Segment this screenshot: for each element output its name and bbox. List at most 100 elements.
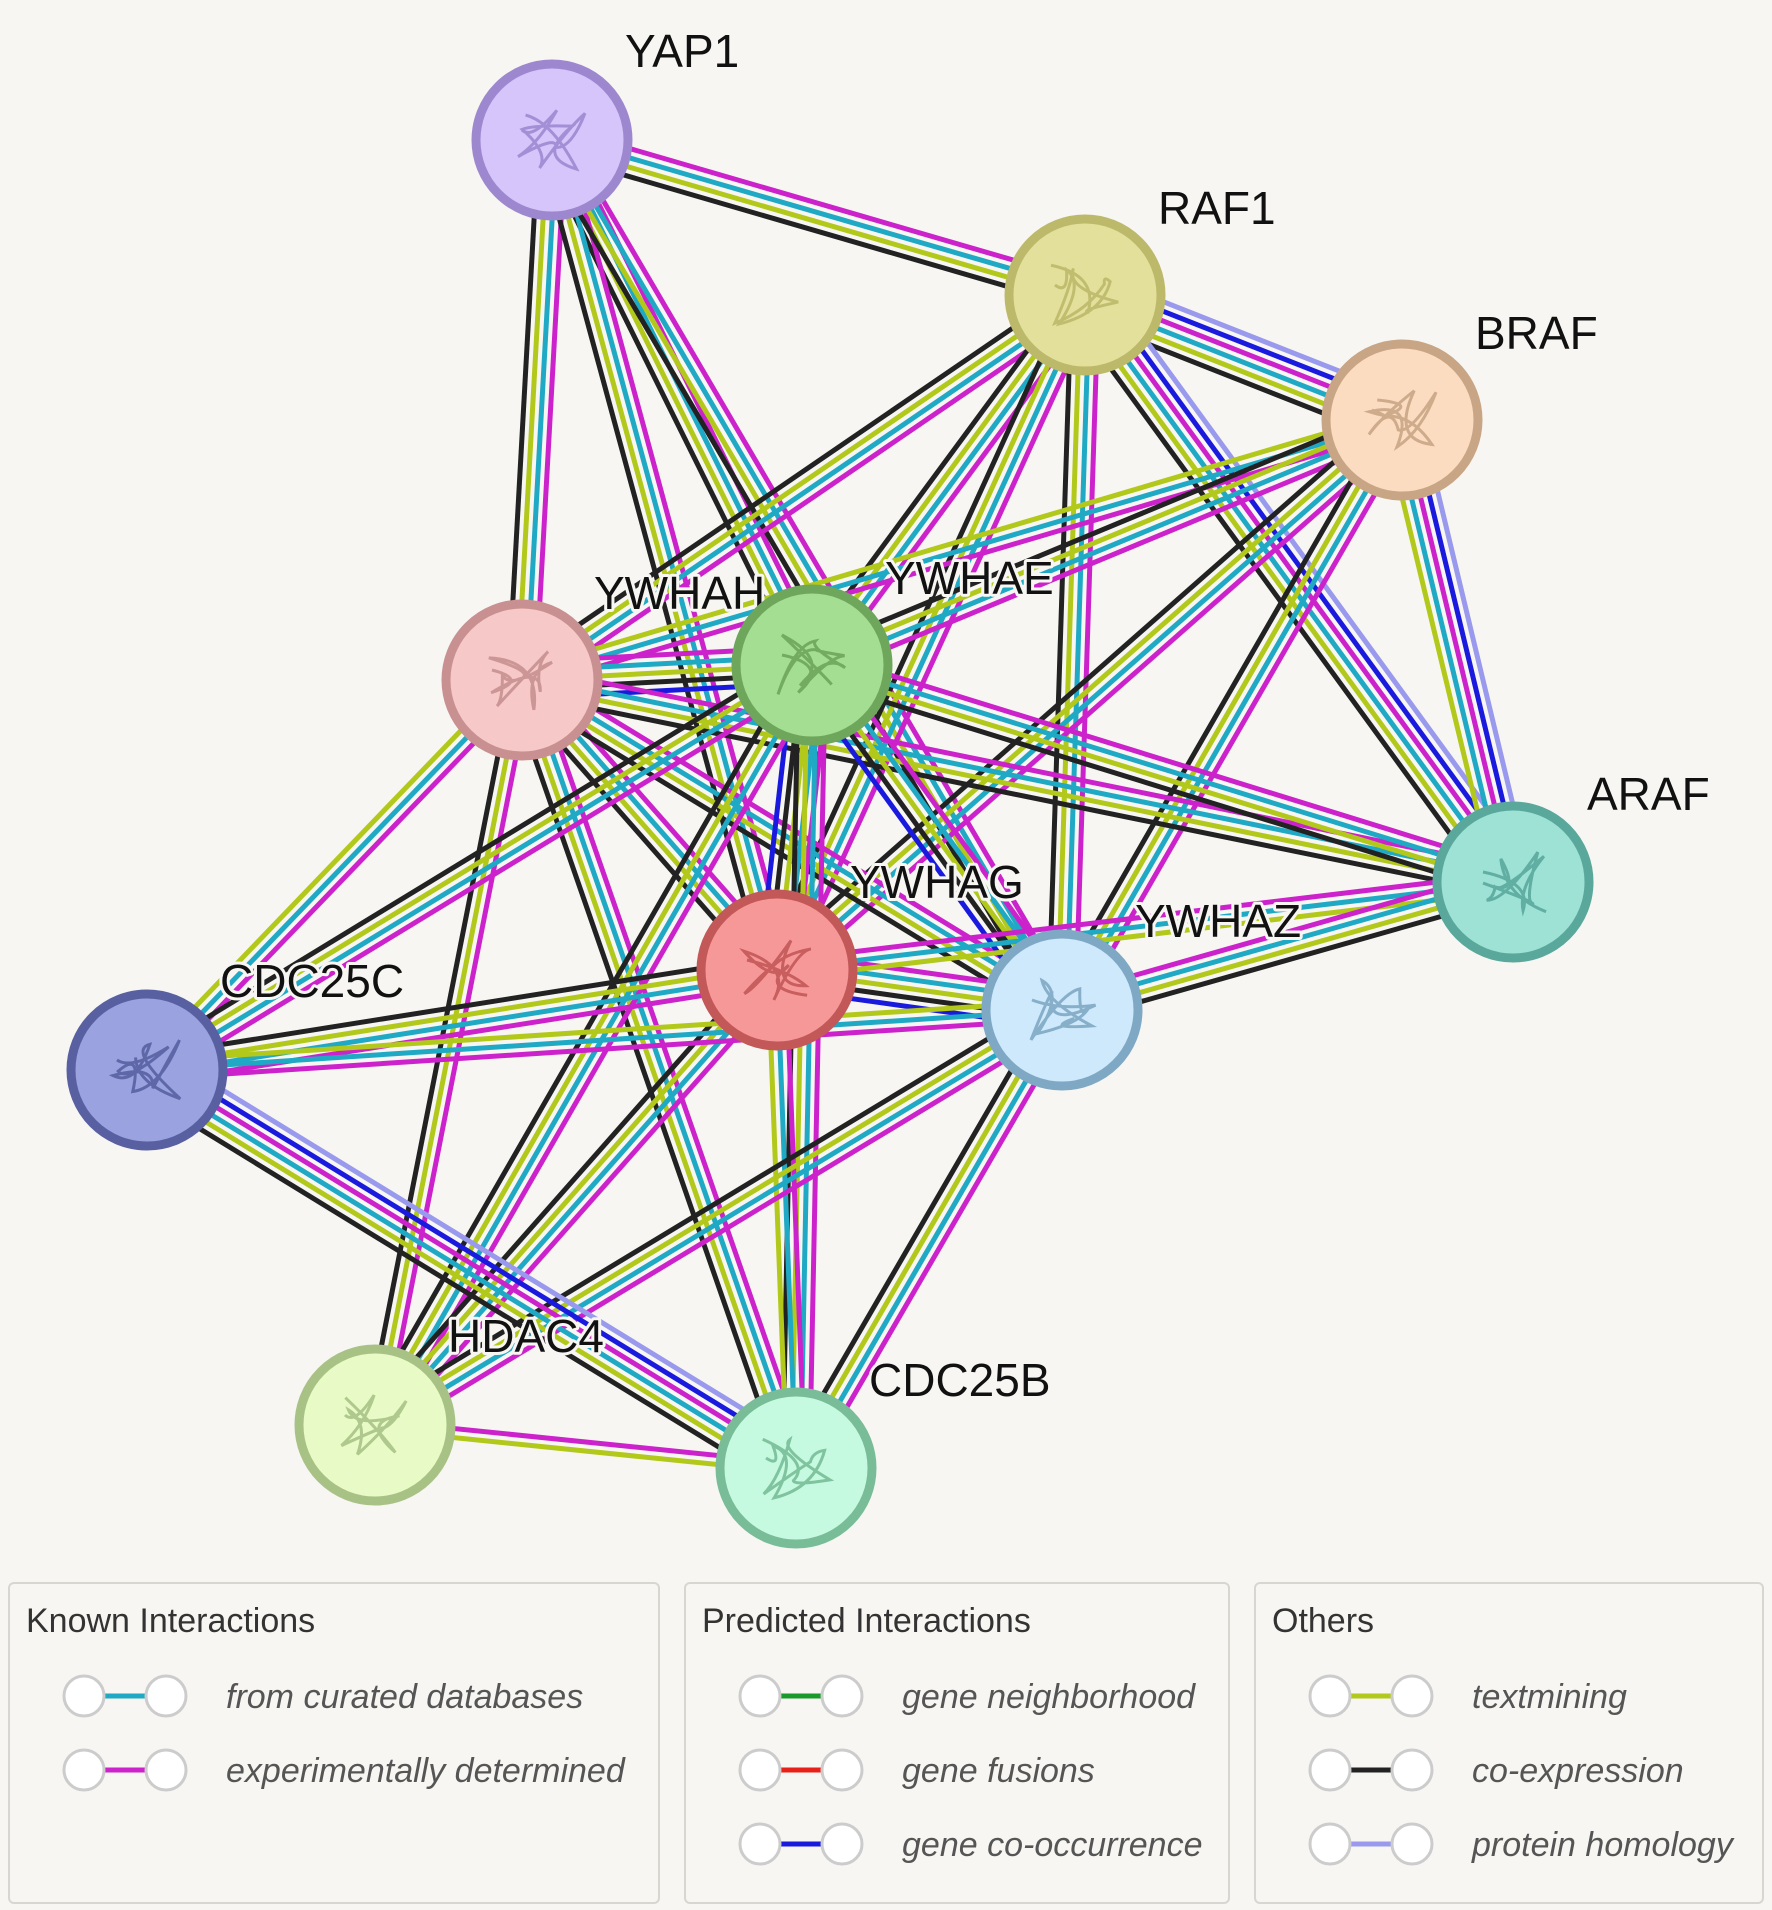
edge-line-experimental	[147, 1016, 1063, 1082]
edge-line-curated	[521, 417, 1403, 683]
protein-structure-icon	[1363, 389, 1438, 451]
legend-predicted-interactions: Predicted Interactions gene neighborhood…	[684, 1582, 1230, 1904]
edge-line-experimental	[528, 304, 1095, 694]
edge-line-curated	[797, 665, 819, 1469]
edge-line-experimental	[555, 124, 1090, 285]
protein-structure-icon	[340, 1394, 408, 1456]
edge-ywhaz-cdc25b[interactable]	[782, 1001, 1076, 1477]
node-label: YWHAH	[594, 567, 765, 619]
legend-swatch	[738, 1748, 864, 1792]
edge-braf-ywhae[interactable]	[805, 405, 1409, 680]
node-cdc25b[interactable]: CDC25B	[715, 1351, 1054, 1549]
node-araf[interactable]: ARAF	[1432, 765, 1713, 963]
edge-line-curated	[148, 666, 816, 1076]
edge-ywhaz-cdc25c[interactable]	[146, 998, 1063, 1082]
node-label: YWHAZ	[1135, 895, 1301, 947]
legend-item: gene fusions	[726, 1740, 1268, 1800]
edge-line-experimental	[383, 977, 789, 1436]
edge-yap1-ywhaz[interactable]	[538, 131, 1076, 1019]
edge-ywhag-hdac4[interactable]	[363, 959, 789, 1436]
edge-line-curated	[778, 295, 1092, 973]
edge-raf1-ywhah[interactable]	[512, 281, 1095, 694]
edge-line-coexpression	[133, 1087, 786, 1490]
edge-line-experimental	[1072, 295, 1101, 1011]
edge-line-experimental	[380, 1019, 1071, 1439]
edge-line-coexpression	[805, 405, 1398, 655]
node-cdc25c[interactable]: CDC25C	[66, 952, 407, 1151]
node-circle[interactable]	[715, 1387, 877, 1549]
edge-line-curated	[146, 1007, 1063, 1073]
legend-swatch	[1308, 1674, 1434, 1718]
legend-item: textmining	[1296, 1666, 1772, 1726]
legend-label: gene fusions	[902, 1752, 1095, 1790]
edge-line-curated	[143, 1071, 795, 1474]
edge-line-homology	[1417, 415, 1533, 879]
edge-line-coexpression	[366, 996, 1057, 1416]
node-label: RAF1	[1158, 182, 1276, 234]
node-ywhah[interactable]: YWHAH	[441, 564, 768, 761]
edge-ywhag-araf[interactable]	[775, 870, 1515, 982]
edge-yap1-raf1[interactable]	[547, 124, 1090, 311]
edge-line-textmining	[520, 681, 1513, 889]
node-ywhag[interactable]: YWHAG	[696, 853, 1027, 1051]
edge-line-coexpression	[547, 150, 1082, 311]
edge-line-experimental	[384, 670, 826, 1433]
node-yap1[interactable]: YAP1	[471, 22, 742, 221]
edge-line-curated	[1063, 295, 1092, 1011]
node-circle[interactable]	[66, 989, 228, 1151]
node-braf[interactable]: BRAF	[1321, 304, 1601, 501]
edge-braf-ywhah[interactable]	[518, 408, 1406, 692]
legend-swatch	[62, 1674, 188, 1718]
legend-swatch	[1308, 1822, 1434, 1866]
protein-structure-icon	[517, 109, 587, 172]
edge-raf1-ywhaz[interactable]	[1046, 294, 1101, 1011]
node-circle[interactable]	[294, 1344, 456, 1506]
edge-line-textmining	[789, 664, 811, 1468]
edge-line-homology	[157, 1048, 810, 1451]
legend-item: experimentally determined	[50, 1740, 698, 1800]
edge-line-curated	[812, 421, 1405, 672]
edge-line-textmining	[1055, 416, 1401, 1010]
edge-line-textmining	[515, 139, 551, 680]
edge-ywhag-cdc25c[interactable]	[144, 954, 780, 1086]
node-ywhaz[interactable]: YWHAZ	[981, 892, 1304, 1091]
edge-cdc25c-cdc25b[interactable]	[133, 1048, 810, 1490]
legend-swatch	[738, 1822, 864, 1866]
edge-line-textmining	[545, 141, 1061, 1014]
node-circle[interactable]	[471, 59, 633, 221]
node-label: CDC25B	[869, 1354, 1051, 1406]
edge-line-coexpression	[766, 407, 1395, 962]
edge-line-curated	[552, 133, 1087, 294]
edge-line-curated	[523, 677, 803, 1468]
protein-structure-icon	[739, 939, 812, 1001]
node-circle[interactable]	[1004, 214, 1166, 376]
node-circle[interactable]	[981, 929, 1143, 1091]
edge-ywhae-cdc25b[interactable]	[780, 664, 828, 1469]
edge-line-curated	[797, 1011, 1069, 1472]
node-raf1[interactable]: RAF1	[1004, 179, 1279, 376]
edge-line-experimental	[562, 135, 793, 968]
edge-line-curated	[145, 678, 524, 1072]
legend-label: co-expression	[1472, 1752, 1684, 1790]
edge-line-curated	[147, 971, 779, 1077]
edge-line-cooccurrence	[152, 1056, 805, 1459]
edge-line-cooccurrence	[1093, 285, 1526, 876]
node-hdac4[interactable]: HDAC4	[294, 1307, 607, 1506]
edge-yap1-ywhah[interactable]	[506, 139, 568, 681]
edge-ywhae-araf[interactable]	[807, 649, 1518, 898]
legend-item: protein homology	[1296, 1814, 1772, 1874]
edge-line-textmining	[146, 998, 1062, 1064]
legend-label: textmining	[1472, 1678, 1627, 1716]
legend-swatch	[1308, 1748, 1434, 1792]
node-ywhae[interactable]: YWHAE	[731, 549, 1057, 746]
legend-swatch	[738, 1674, 864, 1718]
edge-ywhag-cdc25b[interactable]	[765, 969, 808, 1469]
edge-ywhaz-hdac4[interactable]	[366, 996, 1071, 1439]
edge-line-coexpression	[536, 142, 767, 975]
legend-item: gene neighborhood	[726, 1666, 1268, 1726]
edge-line-textmining	[145, 963, 777, 1069]
edge-line-curated	[553, 138, 784, 970]
edge-ywhae-cdc25c[interactable]	[138, 651, 821, 1084]
edge-line-coexpression	[1046, 294, 1075, 1010]
